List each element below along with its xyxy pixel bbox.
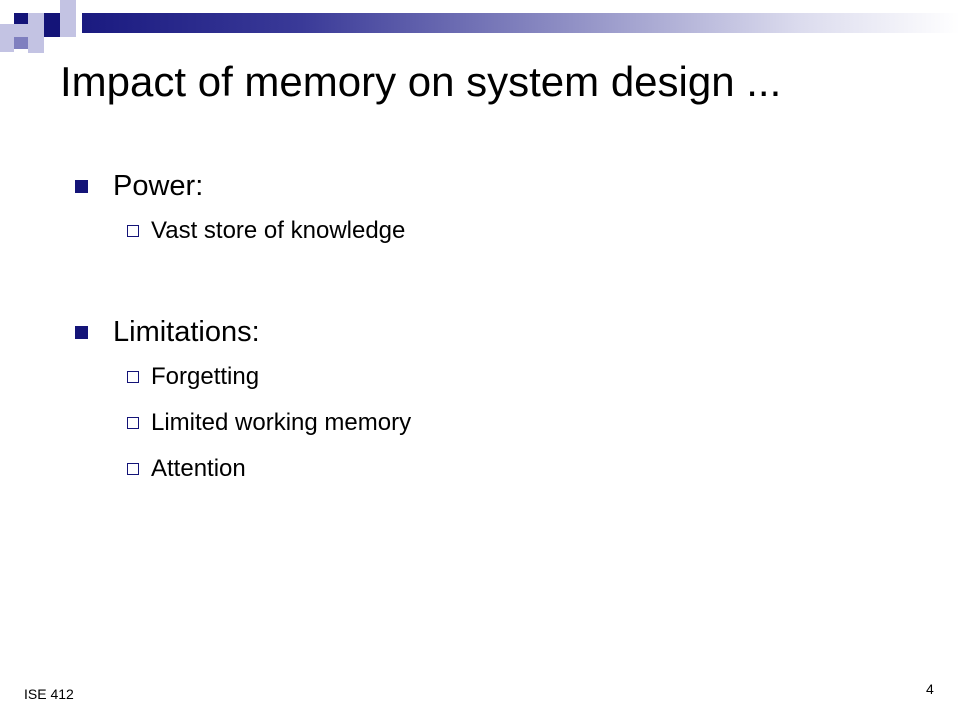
square-bullet-icon <box>75 325 88 339</box>
slide-title: Impact of memory on system design ... <box>60 58 782 105</box>
square-bullet-icon <box>75 179 88 193</box>
hollow-square-bullet-icon <box>127 463 139 475</box>
sub-bullet: Forgetting <box>75 354 935 400</box>
decor-square-lavender <box>60 24 76 37</box>
sub-bullet: Vast store of knowledge <box>75 208 935 254</box>
footer-course-label: ISE 412 <box>24 686 74 702</box>
bullet-limitations: Limitations: <box>75 310 935 354</box>
decor-square-navy <box>44 13 60 24</box>
decor-square-lavender <box>28 24 44 37</box>
decor-square-mid <box>14 37 28 49</box>
bullet-heading: Limitations: <box>113 316 260 348</box>
decor-square-navy <box>44 24 60 37</box>
sub-bullet-text: Forgetting <box>151 363 260 390</box>
bullet-heading: Power: <box>113 170 204 202</box>
sub-bullet-text: Limited working memory <box>151 409 412 436</box>
bullet-power: Power: <box>75 164 935 208</box>
decor-square-lavender <box>14 24 28 37</box>
decor-square-navy <box>14 13 28 24</box>
decor-square-lavender <box>60 0 76 24</box>
sub-bullet-text: Vast store of knowledge <box>151 217 406 244</box>
hollow-square-bullet-icon <box>127 225 139 237</box>
slide-body: Power: Vast store of knowledge Limitatio… <box>75 164 935 492</box>
hollow-square-bullet-icon <box>127 371 139 383</box>
sub-bullet: Limited working memory <box>75 400 935 446</box>
sub-bullet-text: Attention <box>151 455 246 482</box>
hollow-square-bullet-icon <box>127 417 139 429</box>
sub-bullet: Attention <box>75 446 935 492</box>
page-number: 4 <box>926 681 934 697</box>
header-gradient-band <box>82 13 960 33</box>
decor-square-lavender <box>28 13 44 24</box>
decor-square-lavender <box>0 24 14 52</box>
decor-square-lavender <box>28 37 44 53</box>
